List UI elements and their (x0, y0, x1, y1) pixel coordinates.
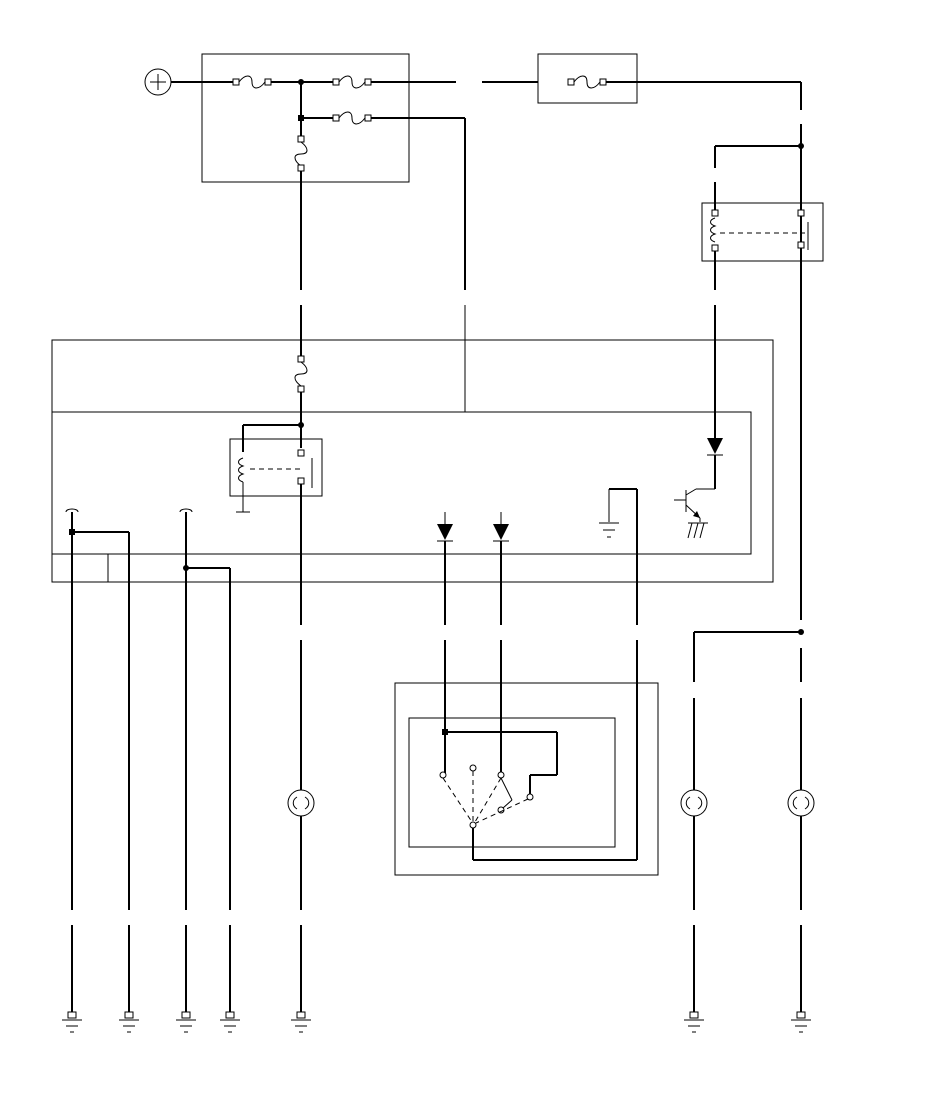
ground-icon (220, 925, 240, 1033)
ground-internal-icon (599, 489, 619, 538)
switch-assembly-outer (394, 682, 659, 876)
ground-icon (291, 925, 311, 1033)
lamp-3-icon (787, 789, 815, 817)
relay-1-icon (229, 438, 323, 513)
fuse-3-icon (332, 111, 372, 125)
rotary-switch-icon (439, 764, 534, 829)
relay-2-icon (701, 202, 824, 262)
ground-icon (119, 925, 139, 1033)
lamp-2-icon (680, 789, 708, 817)
npn-transistor-icon (674, 488, 708, 539)
control-module-outer (51, 339, 774, 583)
control-module-inner (51, 411, 752, 555)
diode-2-icon (493, 512, 509, 542)
terminal-2-icon (179, 508, 193, 513)
battery-plus-icon (144, 68, 172, 96)
ground-icon (791, 925, 811, 1033)
terminal-1-icon (65, 508, 79, 513)
ground-icon (62, 925, 82, 1033)
fuse-box-secondary (537, 53, 638, 104)
fuse-6-icon (294, 355, 308, 393)
switch-assembly-inner (408, 717, 616, 848)
lamp-1-icon (287, 789, 315, 817)
diode-1-icon (437, 512, 453, 542)
fuse-1-icon (232, 75, 272, 89)
diode-3-icon (707, 438, 723, 456)
ground-icon (176, 925, 196, 1033)
fuse-2-icon (332, 75, 372, 89)
ground-icon (684, 925, 704, 1033)
fuse-5-icon (567, 75, 607, 89)
fuse-4-icon (294, 135, 308, 172)
